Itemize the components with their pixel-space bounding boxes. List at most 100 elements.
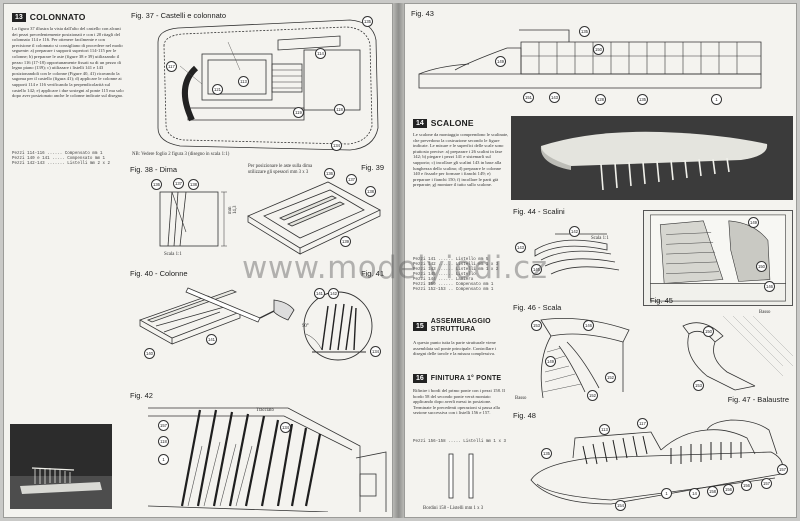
fig-38-drawing — [159, 191, 227, 247]
section-13-body: La figura 37 illustra la vista dall'alto… — [12, 26, 124, 99]
section-14-title: SCALONE — [430, 118, 474, 128]
callout: 158 — [707, 486, 718, 497]
callout: 157 — [158, 420, 169, 431]
fig-43-drawing — [418, 29, 762, 89]
callout: 143 — [515, 242, 526, 253]
fig-40-caption: Fig. 40 - Colonne — [130, 269, 188, 278]
callout: 136 — [151, 179, 162, 190]
callout: 150 — [703, 326, 714, 337]
callout: 146 — [583, 320, 594, 331]
fig-37-drawing — [157, 19, 379, 151]
parts-list-row: Pezzi 143 ...... Listelli mm 1 x 2 — [413, 268, 499, 272]
section-14-heading: 14 SCALONE — [413, 118, 474, 128]
fig-39-note: Per posizionare le aste sulla dima utili… — [248, 164, 313, 175]
scalone-photo — [511, 116, 793, 200]
fig-44-scale: Scala 1:1 — [591, 236, 609, 241]
fig-41-caption: Fig. 41 — [361, 269, 384, 278]
callout: 140 — [144, 348, 155, 359]
callout: 150 — [593, 44, 604, 55]
section-13-parts-list: Pezzi 114-116 ...... Compensato mm 1 Pez… — [12, 152, 124, 167]
fig-43-caption: Fig. 43 — [411, 9, 434, 18]
right-page: Fig. 43 135 149 150 151 1 — [404, 3, 797, 518]
left-page: 13 COLONNATO La figura 37 illustra la vi… — [3, 3, 393, 518]
callout: 157 — [777, 464, 788, 475]
model-photo-drawing — [10, 424, 112, 509]
callout: 134 — [280, 422, 291, 433]
section-14-body: Le scalone da montaggio comprendono le s… — [413, 132, 509, 188]
fig-48-caption: Fig. 48 — [513, 411, 536, 420]
fig-39-panel: Fig. 39 Per posizionare le aste sulla di… — [244, 162, 388, 264]
callout: 150 — [756, 261, 767, 272]
callout: 146 — [764, 281, 775, 292]
callout: 134 — [370, 346, 381, 357]
fig-45-panel: Fig. 45 149 150 146 — [643, 210, 793, 306]
section-15-heading: 15 ASSEMBLAGGIO STRUTTURA — [413, 318, 509, 334]
fig-43-panel: Fig. 43 135 149 150 151 1 — [409, 8, 791, 112]
callout: 152 — [587, 390, 598, 401]
callout: 117 — [166, 61, 177, 72]
fig-38-caption: Fig. 38 - Dima — [130, 165, 178, 174]
fig-46-drawing — [540, 317, 630, 399]
callout: 156 — [723, 484, 734, 495]
parts-list-row: Pezzi 141 ...... Listello mm 5 — [413, 258, 489, 262]
parts-list-row: Pezzi 150 ...... Compensato mm 1 — [413, 283, 494, 287]
callout: 134 — [331, 140, 342, 151]
callout: 153 — [531, 320, 542, 331]
callout: 139 — [340, 236, 351, 247]
fig-41-drawing — [303, 291, 373, 361]
callout: 149 — [545, 356, 556, 367]
callout: 149 — [748, 217, 759, 228]
section-15-body: A questo punto tutta la parte struttural… — [413, 340, 497, 357]
section-16-number: 16 — [413, 374, 427, 383]
fig-42-drawing — [147, 407, 387, 512]
parts-list-row: Pezzi 142-143 ....... Listelli mm 2 x 2 — [12, 162, 111, 166]
callout: 151 — [523, 92, 534, 103]
fig-40-panel: Fig. 40 - Colonne 140 141 — [128, 268, 298, 386]
callout: 157 — [761, 478, 772, 489]
fig-44-panel: Fig. 44 - Scalini 142 143 145 Scala 1:1 — [511, 204, 641, 300]
fig-38-panel: Fig. 38 - Dima 136 137 138 Scala 1:1 mm … — [128, 162, 244, 264]
fig-37-caption: Fig. 37 - Castelli e colonnato — [131, 11, 227, 20]
section-13-title: COLONNATO — [29, 12, 86, 22]
fig-45-caption: Fig. 45 — [650, 296, 673, 305]
section-16-heading: 16 FINITURA 1° PONTE — [413, 374, 501, 383]
callout: 135 — [541, 448, 552, 459]
fig-46-note: Basso — [515, 396, 527, 401]
callout: 154 — [615, 500, 626, 511]
scalone-photo-drawing — [511, 116, 793, 200]
callout: 149 — [495, 56, 506, 67]
fig-44-drawing — [534, 233, 620, 275]
section-16-title: FINITURA 1° PONTE — [430, 375, 502, 382]
callout: 114 — [315, 48, 326, 59]
section-13-heading: 13 COLONNATO — [12, 12, 86, 22]
fig-38-scale: Scala 1:1 — [164, 252, 182, 257]
callout: 156 — [741, 480, 752, 491]
fig-47-note: Basso — [759, 310, 771, 315]
fig-39-drawing — [247, 181, 381, 255]
callout: 137 — [346, 174, 357, 185]
parts-list-row: Pezzi 145 ...... Listello — [413, 273, 476, 277]
callout: 136 — [324, 168, 335, 179]
callout: 135 — [637, 94, 648, 105]
callout: 142 — [328, 288, 339, 299]
callout: 135 — [362, 16, 373, 27]
fig-46-panel: Fig. 46 - Scala 153 146 152 152 149 Bass… — [511, 302, 641, 406]
fig-41-panel: Fig. 41 141 142 134 90° — [298, 268, 388, 386]
section-14-number: 14 — [413, 118, 427, 128]
bordini-note: Bordini 158 - Listelli mm 1 x 3 — [423, 506, 484, 511]
fig-48-drawing — [530, 419, 784, 505]
fig-38-height-label: mm 14,3 — [228, 205, 238, 214]
fig-37-panel: Fig. 37 - Castelli e colonnato 135 117 1… — [128, 10, 388, 158]
callout: 1 — [661, 488, 672, 499]
fig-39-caption: Fig. 39 — [361, 163, 384, 172]
callout: 113 — [238, 76, 249, 87]
callout: 118 — [334, 104, 345, 115]
callout: 118 — [158, 436, 169, 447]
callout: 138 — [365, 186, 376, 197]
parts-list-row: Pezzi 156-158 ..... Listelli mm 1 x 3 — [413, 440, 506, 444]
model-photo — [10, 424, 112, 509]
callout: 117 — [637, 418, 648, 429]
callout: 1 — [158, 454, 169, 465]
fig-47-panel: Fig. 47 - Balaustre 150 153 Basso — [643, 306, 793, 406]
bordini-strips: Bordini 158 - Listelli mm 1 x 3 — [413, 448, 509, 514]
